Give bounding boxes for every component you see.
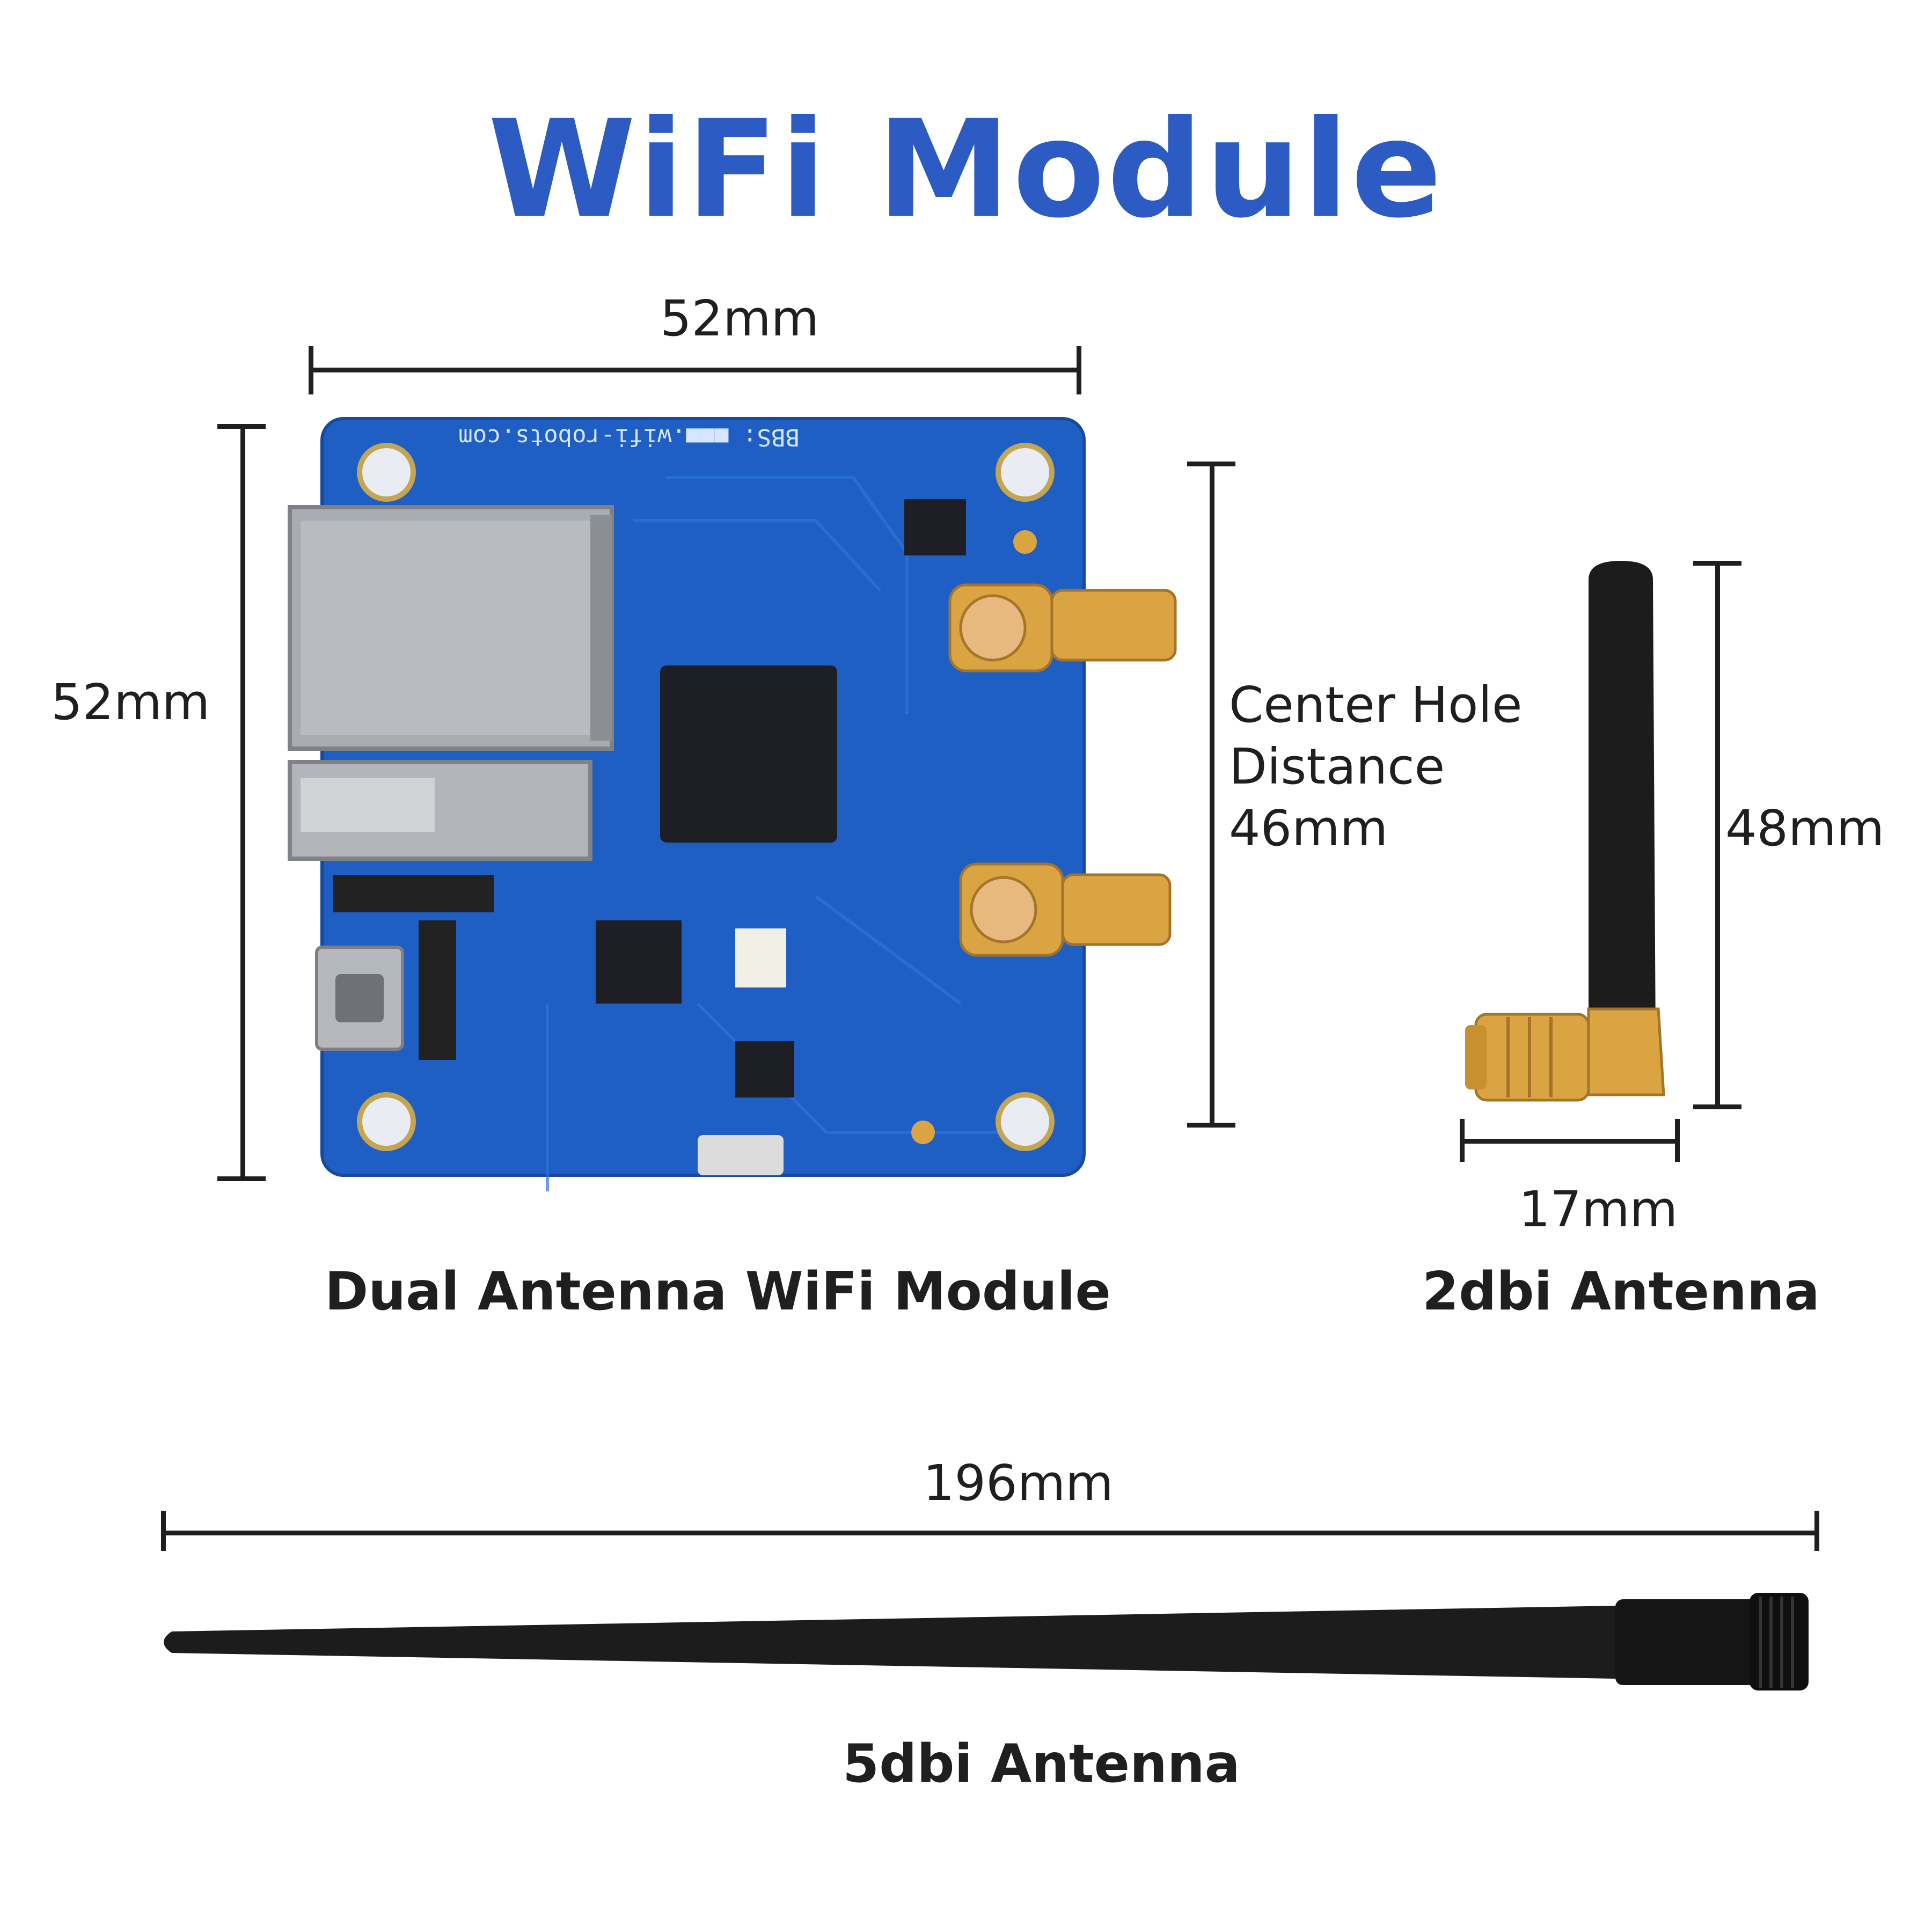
small-antenna-image bbox=[1465, 561, 1665, 1102]
long-antenna-length-tick-left bbox=[161, 1511, 166, 1551]
module-width-tick-right bbox=[1077, 346, 1081, 394]
small-antenna-width-line bbox=[1460, 1139, 1680, 1144]
module-width-label: 52mm bbox=[660, 290, 819, 347]
hole-distance-tick-top bbox=[1187, 462, 1235, 466]
module-height-tick-top bbox=[217, 424, 266, 429]
hole-distance-line bbox=[1210, 462, 1214, 1127]
small-antenna-width-tick-right bbox=[1675, 1119, 1680, 1162]
module-width-tick-left bbox=[309, 346, 313, 394]
hole-distance-label-line2: Distance bbox=[1229, 738, 1445, 795]
hole-distance-tick-bottom bbox=[1187, 1123, 1235, 1128]
module-caption: Dual Antenna WiFi Module bbox=[325, 1261, 1111, 1322]
long-antenna-length-tick-right bbox=[1814, 1511, 1819, 1551]
module-height-line bbox=[240, 424, 245, 1181]
long-antenna-length-label: 196mm bbox=[923, 1454, 1114, 1512]
small-antenna-width-label: 17mm bbox=[1519, 1181, 1678, 1238]
long-antenna-image bbox=[164, 1593, 1809, 1690]
hole-distance-label-line1: Center Hole bbox=[1229, 676, 1523, 734]
module-height-tick-bottom bbox=[217, 1176, 266, 1181]
pin-headers bbox=[333, 875, 494, 1060]
module-width-line bbox=[309, 368, 1081, 372]
small-antenna-height-tick-bottom bbox=[1693, 1104, 1741, 1109]
flash-chip bbox=[596, 920, 682, 1004]
small-antenna-height-label: 48mm bbox=[1725, 800, 1885, 857]
mounting-holes bbox=[357, 443, 1055, 1151]
sma-connector-bottom bbox=[959, 862, 1172, 957]
board-url-text: BBS: ■■■.wifi-robots.com bbox=[458, 423, 800, 451]
long-antenna-caption: 5dbi Antenna bbox=[843, 1733, 1240, 1795]
small-antenna-height-line bbox=[1715, 561, 1720, 1108]
wifi-module-board: BBS: ■■■.wifi-robots.com bbox=[288, 417, 1177, 1191]
sma-connector-top bbox=[948, 583, 1177, 672]
module-height-label: 52mm bbox=[51, 674, 210, 731]
page-title: WiFi Module bbox=[488, 91, 1444, 247]
long-antenna-length-line bbox=[161, 1531, 1819, 1535]
small-antenna-caption: 2dbi Antenna bbox=[1422, 1261, 1820, 1322]
small-antenna-height-tick-top bbox=[1693, 561, 1741, 566]
main-chip bbox=[660, 665, 837, 843]
small-antenna-width-tick-left bbox=[1460, 1119, 1465, 1162]
hole-distance-value: 46mm bbox=[1229, 800, 1388, 857]
